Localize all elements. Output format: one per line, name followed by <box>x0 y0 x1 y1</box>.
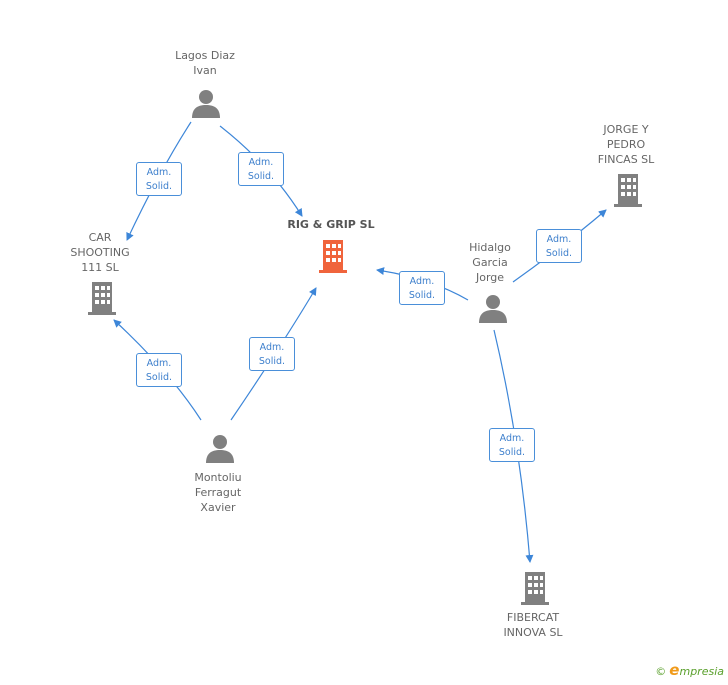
node-label-car: CAR SHOOTING 111 SL <box>70 231 130 274</box>
edge-badge-lagos-rig: Adm.Solid. <box>238 152 284 186</box>
node-label-rig: RIG & GRIP SL <box>287 218 375 231</box>
edge-badge-montoliu-rig: Adm.Solid. <box>249 337 295 371</box>
empresia-logo: ©empresia <box>655 661 724 679</box>
person-icon-montoliu <box>206 435 234 463</box>
edge-badge-lagos-car: Adm.Solid. <box>136 162 182 196</box>
node-label-lagos: Lagos Diaz Ivan <box>175 49 235 77</box>
person-icon-hidalgo <box>479 295 507 323</box>
logo-e-glyph: e <box>669 661 680 679</box>
building-icon-fibercat <box>521 572 549 605</box>
edge-badge-hidalgo-fibercat: Adm.Solid. <box>489 428 535 462</box>
building-icon-rig <box>319 240 347 273</box>
edge-badge-montoliu-car: Adm.Solid. <box>136 353 182 387</box>
edge-badge-hidalgo-jorge: Adm.Solid. <box>536 229 582 263</box>
node-label-jorge: JORGE Y PEDRO FINCAS SL <box>597 123 655 166</box>
person-icon-lagos <box>192 90 220 118</box>
node-label-fibercat: FIBERCAT INNOVA SL <box>503 611 563 639</box>
building-icon-car <box>88 282 116 315</box>
building-icon-jorge <box>614 174 642 207</box>
logo-wordmark: mpresia <box>679 665 724 678</box>
node-label-hidalgo: Hidalgo Garcia Jorge <box>469 241 511 284</box>
edge-badge-hidalgo-rig: Adm.Solid. <box>399 271 445 305</box>
copyright-symbol: © <box>655 665 667 678</box>
node-label-montoliu: Montoliu Ferragut Xavier <box>194 471 242 514</box>
